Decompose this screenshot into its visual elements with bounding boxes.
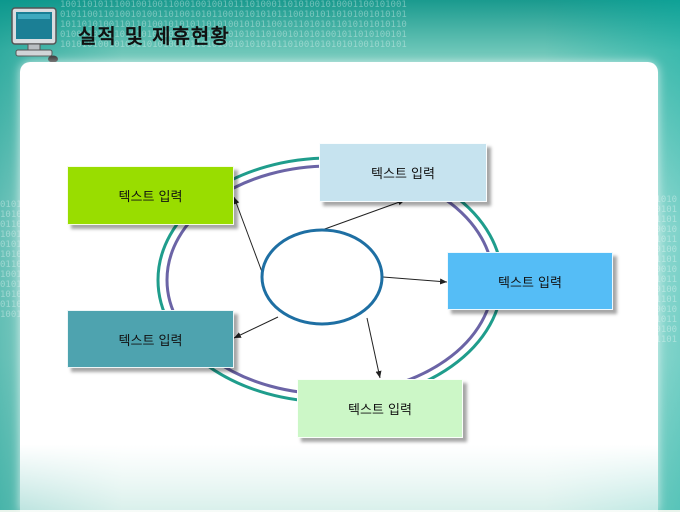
arrow-to-left xyxy=(233,316,279,339)
arrow-to-right xyxy=(382,276,448,285)
text-box-top-right[interactable]: 텍스트 입력 xyxy=(319,143,487,202)
text-box-label: 텍스트 입력 xyxy=(498,275,562,291)
text-box-left[interactable]: 텍스트 입력 xyxy=(67,310,234,368)
binary-pattern-left: 0101 1010 0110 1001 0101 1010 0110 1001 … xyxy=(0,200,22,320)
text-box-label: 텍스트 입력 xyxy=(348,403,412,418)
text-box-top-left[interactable]: 텍스트 입력 xyxy=(67,166,234,225)
center-circle xyxy=(260,228,384,326)
text-box-label: 텍스트 입력 xyxy=(118,333,183,349)
text-box-label: 텍스트 입력 xyxy=(118,190,183,205)
computer-icon xyxy=(11,7,58,63)
text-box-bottom[interactable]: 텍스트 입력 xyxy=(297,379,463,438)
binary-pattern-right: 01010 10101 01101 10010 01011 10100 0110… xyxy=(650,195,678,345)
arrow-to-bottom xyxy=(366,317,382,379)
arrow-to-top-left xyxy=(233,196,263,273)
text-box-label: 텍스트 입력 xyxy=(371,167,435,182)
arrow-to-top-right xyxy=(321,199,406,231)
text-box-right[interactable]: 텍스트 입력 xyxy=(447,252,613,310)
title-bar: 실적 및 제휴현황 xyxy=(0,0,680,63)
binary-pattern-top: 1001101011100100100110001001001011101000… xyxy=(60,0,407,50)
page-title: 실적 및 제휴현황 xyxy=(78,24,230,48)
